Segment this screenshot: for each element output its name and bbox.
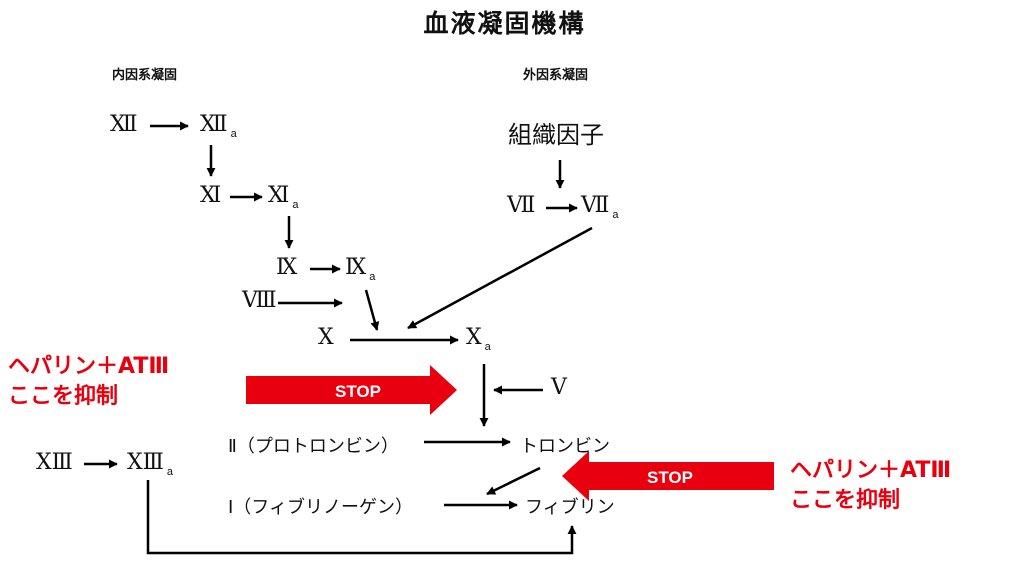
factor-12: Ⅻ [110,112,138,137]
factor-8: Ⅷ [242,288,277,313]
factor-13: ⅩⅢ [36,450,73,475]
factor-9: Ⅸ [276,255,298,280]
fibrinogen-label: Ⅰ（フィブリノーゲン） [228,497,413,518]
thrombin-label: トロンビン [520,436,610,457]
inhibitor-note-right: ヘパリン＋ATⅢ ここを抑制 [790,456,951,516]
stop-label-right: STOP [647,468,693,487]
tissue-factor-label: 組織因子 [508,121,604,149]
factor-10: Ⅹ [318,325,334,350]
extrinsic-pathway-label: 外因系凝固 [523,68,589,83]
stop-arrow-right: STOP [562,451,774,501]
inhibitor-right-line1: ヘパリン＋ATⅢ [790,458,952,483]
arrow-9a-to-10 [364,289,380,331]
arrow-thrombin-to-fibrin [486,466,541,496]
stop-label-left: STOP [335,382,381,401]
fibrin-label: フィブリン [525,497,615,518]
prothrombin-label: Ⅱ（プロトロンビン） [228,436,399,457]
arrow-7a-to-10 [407,226,593,330]
arrow-13a-to-fibrin [146,480,577,555]
inhibitor-left-line2: ここを抑制 [8,384,119,409]
page-title: 血液凝固機構 [423,9,586,38]
factor-5: Ⅴ [551,375,567,400]
inhibitor-note-left: ヘパリン＋ATⅢ ここを抑制 [8,352,169,412]
inhibitor-left-line1: ヘパリン＋ATⅢ [8,354,170,379]
factor-7: Ⅶ [507,193,536,218]
factor-11: Ⅺ [200,183,222,208]
stop-arrow-left: STOP [246,365,457,415]
inhibitor-right-line2: ここを抑制 [790,488,901,513]
intrinsic-pathway-label: 内因系凝固 [112,68,178,83]
